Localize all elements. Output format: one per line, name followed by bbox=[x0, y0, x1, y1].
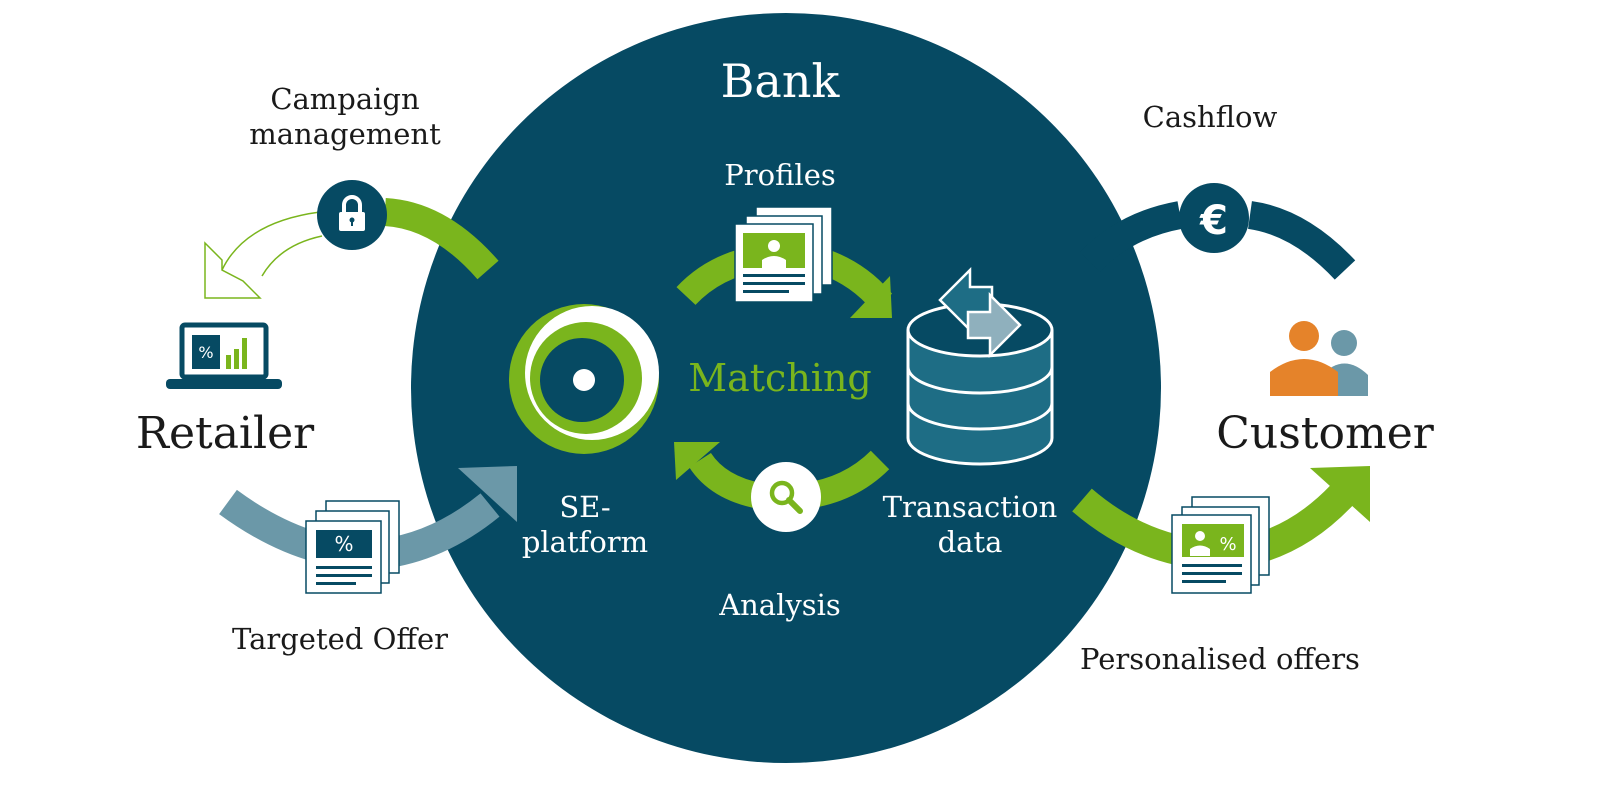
euro-glyph: € bbox=[1199, 198, 1228, 244]
se-platform-label: SE- platform bbox=[500, 490, 670, 560]
transaction-label-line1: Transaction bbox=[882, 490, 1058, 524]
lock-icon bbox=[317, 180, 387, 250]
campaign-label-line1: Campaign bbox=[270, 82, 420, 116]
bank-title: Bank bbox=[720, 54, 840, 108]
cashflow-arrow bbox=[1058, 201, 1356, 300]
sync-arrows-icon bbox=[938, 266, 1022, 359]
campaign-arrow bbox=[204, 198, 499, 299]
bank-circle bbox=[411, 13, 1161, 763]
laptop-chart-icon: % bbox=[166, 322, 282, 389]
profiles-label: Profiles bbox=[724, 158, 836, 192]
se-platform-logo-icon bbox=[509, 304, 659, 454]
transaction-label-line2: data bbox=[937, 524, 1003, 559]
customer-label: Customer bbox=[1216, 408, 1434, 459]
document-profile-percent-icon: % bbox=[1171, 496, 1270, 594]
campaign-management-label: Campaign management bbox=[215, 82, 475, 152]
laptop-percent-glyph: % bbox=[198, 343, 213, 362]
document-profile-icon bbox=[734, 206, 833, 303]
euro-icon: € bbox=[1179, 183, 1249, 253]
analysis-label: Analysis bbox=[719, 588, 841, 622]
customers-icon bbox=[1270, 321, 1368, 396]
offer-percent-glyph: % bbox=[334, 532, 353, 556]
retailer-label: Retailer bbox=[135, 408, 315, 459]
campaign-label-line2: management bbox=[249, 116, 441, 151]
magnifier-icon bbox=[751, 462, 821, 532]
se-platform-label-line1: SE- bbox=[559, 490, 611, 524]
targeted-offer-label: Targeted Offer bbox=[232, 622, 448, 656]
personalised-offers-label: Personalised offers bbox=[1080, 642, 1360, 676]
document-percent-icon: % bbox=[305, 500, 400, 594]
se-platform-label-line2: platform bbox=[521, 524, 649, 559]
personalised-percent-glyph: % bbox=[1219, 534, 1236, 555]
cashflow-label: Cashflow bbox=[1142, 100, 1278, 134]
transaction-data-label: Transaction data bbox=[860, 490, 1080, 560]
matching-label: Matching bbox=[688, 356, 872, 400]
